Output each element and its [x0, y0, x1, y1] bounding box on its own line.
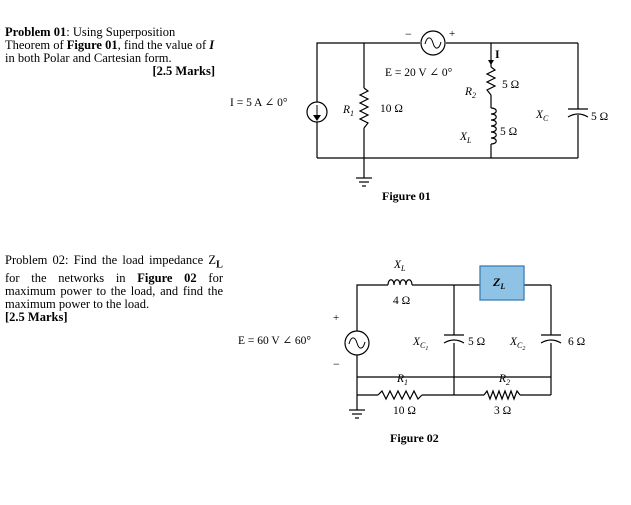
sine-wave-icon — [424, 37, 442, 49]
r1-label: R1 — [342, 104, 354, 118]
r2-value: 5 Ω — [502, 79, 519, 91]
capacitor-xc2-icon — [540, 339, 562, 344]
xl-label: XL — [459, 131, 472, 145]
figure-01: I = 5 A ∠ 0° − + E = 20 V ∠ 0° R1 10 Ω I… — [230, 27, 608, 203]
wire — [316, 42, 420, 102]
problem-02-text: Problem 02: Find the load impedance Z — [5, 253, 217, 267]
r1-2-label: R1 — [396, 373, 408, 387]
wire — [356, 284, 388, 331]
r1-2-value: 10 Ω — [393, 405, 416, 417]
xl-value: 5 Ω — [500, 126, 517, 138]
problem-02-figure-ref: Figure 02 — [137, 270, 197, 285]
capacitor-xc-icon — [567, 113, 589, 118]
r2-2-value: 3 Ω — [494, 405, 511, 417]
r1-value: 10 Ω — [380, 103, 403, 115]
capacitor-xc1-icon — [443, 339, 465, 344]
xc-value: 5 Ω — [591, 111, 608, 123]
xc2-label: XC2 — [509, 336, 525, 352]
r2-label: R2 — [464, 86, 476, 100]
figure-01-caption: Figure 01 — [382, 189, 431, 203]
problem-01-variable: I — [209, 38, 215, 52]
xc1-label: XC1 — [412, 336, 428, 352]
problem-02-subscript: L — [216, 259, 223, 271]
resistor-r1-icon — [358, 87, 370, 129]
inductor-xl-icon — [387, 279, 413, 286]
resistor-r1-icon — [377, 389, 423, 401]
figure-02-caption: Figure 02 — [390, 431, 439, 445]
problem-01-text: in both Polar and Cartesian form. — [5, 51, 172, 65]
xc2-value: 6 Ω — [568, 336, 585, 348]
problem-01-label: Problem 01 — [5, 25, 67, 39]
load-impedance-box — [479, 265, 525, 301]
problem-02-text: for maximum power to the load, and find … — [5, 270, 223, 311]
xc-label: XC — [535, 109, 549, 123]
current-arrow-head-icon — [313, 115, 321, 121]
xl2-label: XL — [393, 259, 406, 273]
xc1-value: 5 Ω — [468, 336, 485, 348]
problem-01-marks: [2.5 Marks] — [152, 64, 216, 78]
source-plus-sign: + — [449, 28, 455, 40]
problem-01-text: , find the value of — [117, 38, 210, 52]
current-source-label: I = 5 A ∠ 0° — [230, 97, 288, 109]
problem-01-text: : Using Superposition Theorem of — [5, 25, 176, 52]
xl2-value: 4 Ω — [393, 295, 410, 307]
problem-02-marks: [2.5 Marks] — [5, 309, 68, 324]
r2-2-label: R2 — [498, 373, 510, 387]
problem-01-statement: Problem 01: Using Superposition Theorem … — [5, 26, 215, 78]
resistor-r2-icon — [483, 389, 521, 401]
current-i-label: I — [495, 47, 500, 61]
voltage-source-label: E = 20 V ∠ 0° — [385, 67, 453, 79]
voltage-source-label: E = 60 V ∠ 60° — [238, 335, 311, 347]
current-i-arrow-head-icon — [488, 60, 494, 65]
resistor-r2-icon — [485, 66, 497, 96]
source-minus-sign: − — [405, 27, 412, 41]
wire — [446, 42, 492, 67]
source-plus-sign: + — [333, 312, 339, 324]
problem-02-text: for the networks in — [5, 270, 138, 285]
zl-label: ZL — [492, 275, 505, 291]
inductor-xl-icon — [490, 107, 497, 145]
problem-02-statement: Problem 02: Find the load impedance ZL f… — [5, 254, 223, 324]
sine-wave-icon — [348, 337, 366, 349]
problem-01-figure-ref: Figure 01 — [66, 38, 118, 52]
source-minus-sign: − — [333, 357, 340, 371]
figure-02: XL 4 Ω ZL + − E = 60 V ∠ 60° XC1 5 Ω XC2… — [238, 259, 585, 445]
